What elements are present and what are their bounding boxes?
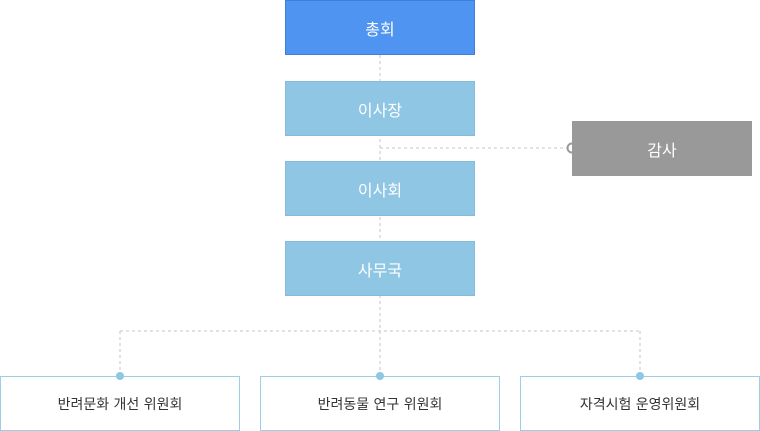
node-committee-exam-label: 자격시험 운영위원회 <box>579 396 701 413</box>
node-audit-label: 감사 <box>647 140 677 160</box>
node-committee-exam: 자격시험 운영위원회 <box>520 376 760 431</box>
node-committee-research-label: 반려동물 연구 위원회 <box>317 396 443 413</box>
node-committee-culture: 반려문화 개선 위원회 <box>0 376 240 431</box>
node-board-label: 이사회 <box>357 180 403 200</box>
node-general-assembly: 총회 <box>285 0 475 55</box>
node-board: 이사회 <box>285 161 475 216</box>
node-audit: 감사 <box>572 121 752 176</box>
node-secretariat-label: 사무국 <box>357 260 403 280</box>
node-general-assembly-label: 총회 <box>365 19 395 39</box>
committee-dot-left <box>116 372 124 380</box>
committee-dot-center <box>376 372 384 380</box>
committee-dot-right <box>636 372 644 380</box>
node-chairman: 이사장 <box>285 81 475 136</box>
node-committee-research: 반려동물 연구 위원회 <box>260 376 500 431</box>
node-secretariat: 사무국 <box>285 241 475 296</box>
node-committee-culture-label: 반려문화 개선 위원회 <box>57 396 183 413</box>
node-chairman-label: 이사장 <box>357 100 403 120</box>
